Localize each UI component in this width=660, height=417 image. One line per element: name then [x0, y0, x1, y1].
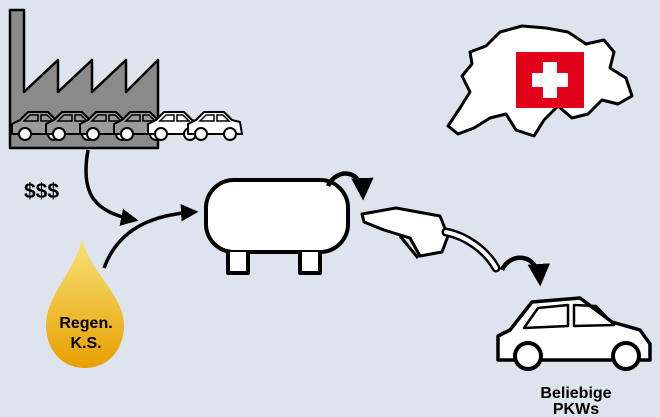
fuel-drop-label-2: K.S.	[70, 335, 101, 352]
curved-arrow-icon	[325, 171, 374, 201]
storage-tank-icon	[204, 178, 350, 275]
car-icon	[187, 111, 243, 141]
fuel-drop-label-1: Regen.	[59, 315, 112, 332]
money-label: $$$	[24, 180, 59, 203]
money-arrow	[84, 149, 139, 226]
fuel-nozzle-icon	[360, 206, 501, 273]
target-cars-label-2: PKWs	[553, 401, 599, 417]
fuel-drop-icon: Regen. K.S.	[46, 238, 124, 368]
car-icon	[496, 296, 652, 371]
swiss-flag-icon	[516, 52, 584, 108]
curved-arrow-icon	[499, 255, 551, 287]
target-cars-label-1: Beliebige	[540, 385, 611, 402]
fuel-arrow	[102, 204, 199, 269]
